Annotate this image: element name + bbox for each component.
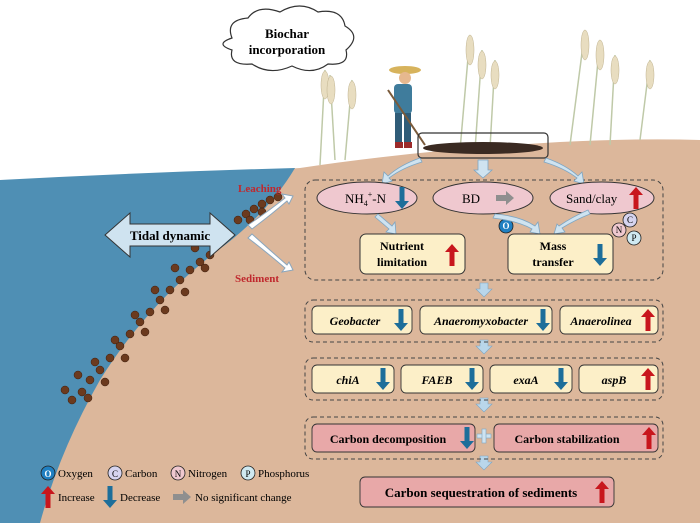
legend-carbon: Carbon [125,468,158,480]
mass-transfer-box: Mass transfer [507,233,614,275]
sediment-label: Sediment [235,273,279,285]
microbe-anaerolinea-label: Anaerolinea [569,314,631,328]
water-area [0,168,295,523]
microbe-anaeromyxobacter-label: Anaeromyxobacter [433,314,528,328]
element-c: C [627,215,633,225]
microbe-frame [304,299,664,343]
legend-no-change: No significant change [195,492,292,504]
mass-line2: transfer [532,255,574,269]
element-o: O [502,221,509,231]
nutrient-limitation-box: Nutrient limitation [359,233,466,275]
sequestration-label: Carbon sequestration of sediments [385,485,577,500]
biochar-pile [417,132,549,159]
legend-oxygen: Oxygen [58,468,93,480]
element-p: P [631,233,636,243]
element-n: N [616,225,623,235]
nh4-tail: -N [372,191,386,206]
element-circles: O C N P [498,212,642,246]
leaching-label: Leaching [238,183,282,195]
sandclay-label: Sand/clay [566,191,618,206]
reed-seedheads [320,29,655,110]
plus-sign [476,428,492,444]
nh4-factor: NH4+-N [316,181,418,215]
gene-faeb: FAEB [400,364,484,394]
gene-exaa: exaA [489,364,573,394]
microbe-anaeromyxobacter: Anaeromyxobacter [419,305,553,335]
bd-label: BD [462,191,480,206]
legend-n-letter: N [175,469,182,479]
tidal-dynamic-label: Tidal dynamic [130,228,211,243]
carbon-decomposition-label: Carbon decomposition [330,432,447,446]
farmer-figure [387,66,426,148]
sequestration-box: Carbon sequestration of sediments [359,476,615,508]
carbon-decomposition-box: Carbon decomposition [311,423,476,453]
legend-nitrogen: Nitrogen [188,468,228,480]
legend-p-letter: P [245,469,250,479]
legend-decrease: Decrease [120,492,160,504]
gene-faeb-label: FAEB [421,373,453,387]
legend-phosphorus: Phosphorus [258,468,309,480]
factor-frame [304,179,664,281]
tidal-dynamic-arrow: Tidal dynamic [104,211,236,259]
svg-text:NH4+-N: NH4+-N [345,190,387,208]
microbe-anaerolinea: Anaerolinea [559,305,659,335]
carbon-stabilization-label: Carbon stabilization [514,432,619,446]
microbe-geobacter: Geobacter [311,305,413,335]
legend-c-letter: C [112,469,118,479]
biochar-cloud: Biochar incorporation [222,5,355,72]
bd-factor: BD [432,181,534,215]
legend: O Oxygen C Carbon N Nitrogen P Phosphoru… [40,465,309,508]
legend-increase: Increase [58,492,95,504]
leaching-sediment-arrows [247,193,294,273]
nutrient-line2: limitation [377,255,427,269]
gene-frame [304,357,664,401]
nh4-main: NH [345,191,364,206]
gene-exaa-label: exaA [513,373,538,387]
gene-aspb-label: aspB [602,373,627,387]
gene-chia: chiA [311,364,395,394]
gene-aspb: aspB [578,364,659,394]
nutrient-line1: Nutrient [380,239,424,253]
nh4-subscript: 4 [364,199,368,208]
legend-o-letter: O [44,469,51,479]
process-frame [304,416,664,460]
pile-to-factor-arrows [381,157,585,185]
factor-effect-arrows [374,209,591,235]
microbe-geobacter-label: Geobacter [330,314,381,328]
carbon-stabilization-box: Carbon stabilization [493,423,659,453]
mass-line1: Mass [540,239,567,253]
nh4-superscript: + [368,190,373,199]
cloud-label-line1: Biochar [265,26,309,41]
cloud-label-line2: incorporation [249,42,326,57]
sandclay-factor: Sand/clay [549,181,655,215]
gene-chia-label: chiA [336,373,359,387]
